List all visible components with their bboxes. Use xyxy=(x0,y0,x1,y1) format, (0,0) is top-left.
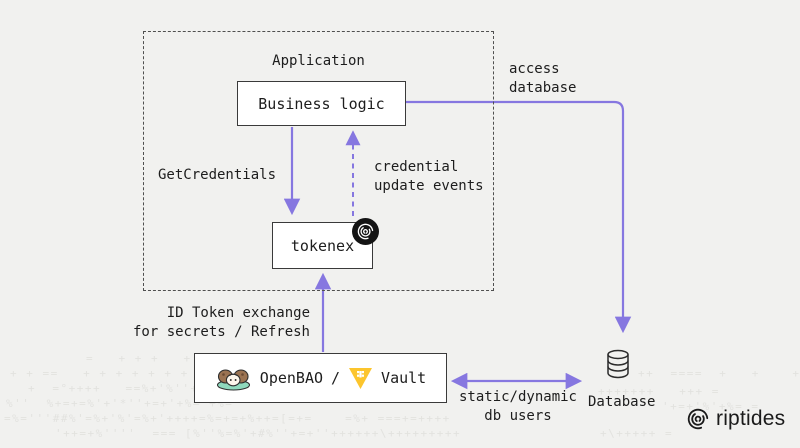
database-cylinder-icon xyxy=(607,349,629,379)
application-title: Application xyxy=(272,53,365,69)
riptides-logo-text: riptides xyxy=(716,407,786,430)
background-ascii-row: =%='''##%'=%+'%'=%+'++++=%=+=+%++=[=+= =… xyxy=(4,412,451,425)
riptides-spiral-icon xyxy=(357,223,374,240)
vault-triangle-icon xyxy=(349,367,373,389)
edge-label-static-dynamic-db-users: static/dynamic db users xyxy=(458,389,577,425)
riptides-spiral-logo-icon xyxy=(687,408,709,430)
application-boundary xyxy=(143,31,494,291)
tokenex-label: tokenex xyxy=(290,236,355,255)
edge-label-access-database: access database xyxy=(509,61,577,97)
background-ascii-row: '++=+%'''' === [%''%=%'+#%''+=+''++++++\… xyxy=(55,427,462,440)
background-ascii-row: = + + + + xyxy=(86,352,192,365)
background-ascii-row: ++ ==== + + ++ = xyxy=(638,367,800,380)
database-label: Database xyxy=(588,394,656,410)
background-ascii-row: %'' %+=+=%'+'*''+=+'+%='+%= xyxy=(6,397,234,410)
business-logic-label: Business logic xyxy=(258,94,385,113)
vault-label: Vault xyxy=(381,369,427,387)
openbao-bao-mascot-icon xyxy=(216,369,250,391)
openbao-label: OpenBAO xyxy=(259,369,324,387)
openbao-vault-separator: / xyxy=(331,369,341,387)
openbao-vault-node: OpenBAO / Vault xyxy=(194,353,447,403)
riptides-logo: riptides xyxy=(686,407,785,431)
edge-label-id-token-exchange: ID Token exchange for secrets / Refresh xyxy=(132,305,310,341)
background-ascii-row: '+=+'%'+%= = xyxy=(662,400,760,413)
background-ascii-row: +\+++++ = xyxy=(600,427,674,440)
riptides-spiral-badge xyxy=(352,218,379,245)
edge-label-get-credentials: GetCredentials xyxy=(158,167,277,183)
business-logic-node: Business logic xyxy=(237,81,406,126)
arrow-access-database xyxy=(406,100,632,334)
background-ascii-row: +++++++ +++ = xyxy=(598,385,720,398)
edge-label-credential-update-events: credential update events xyxy=(374,159,484,195)
